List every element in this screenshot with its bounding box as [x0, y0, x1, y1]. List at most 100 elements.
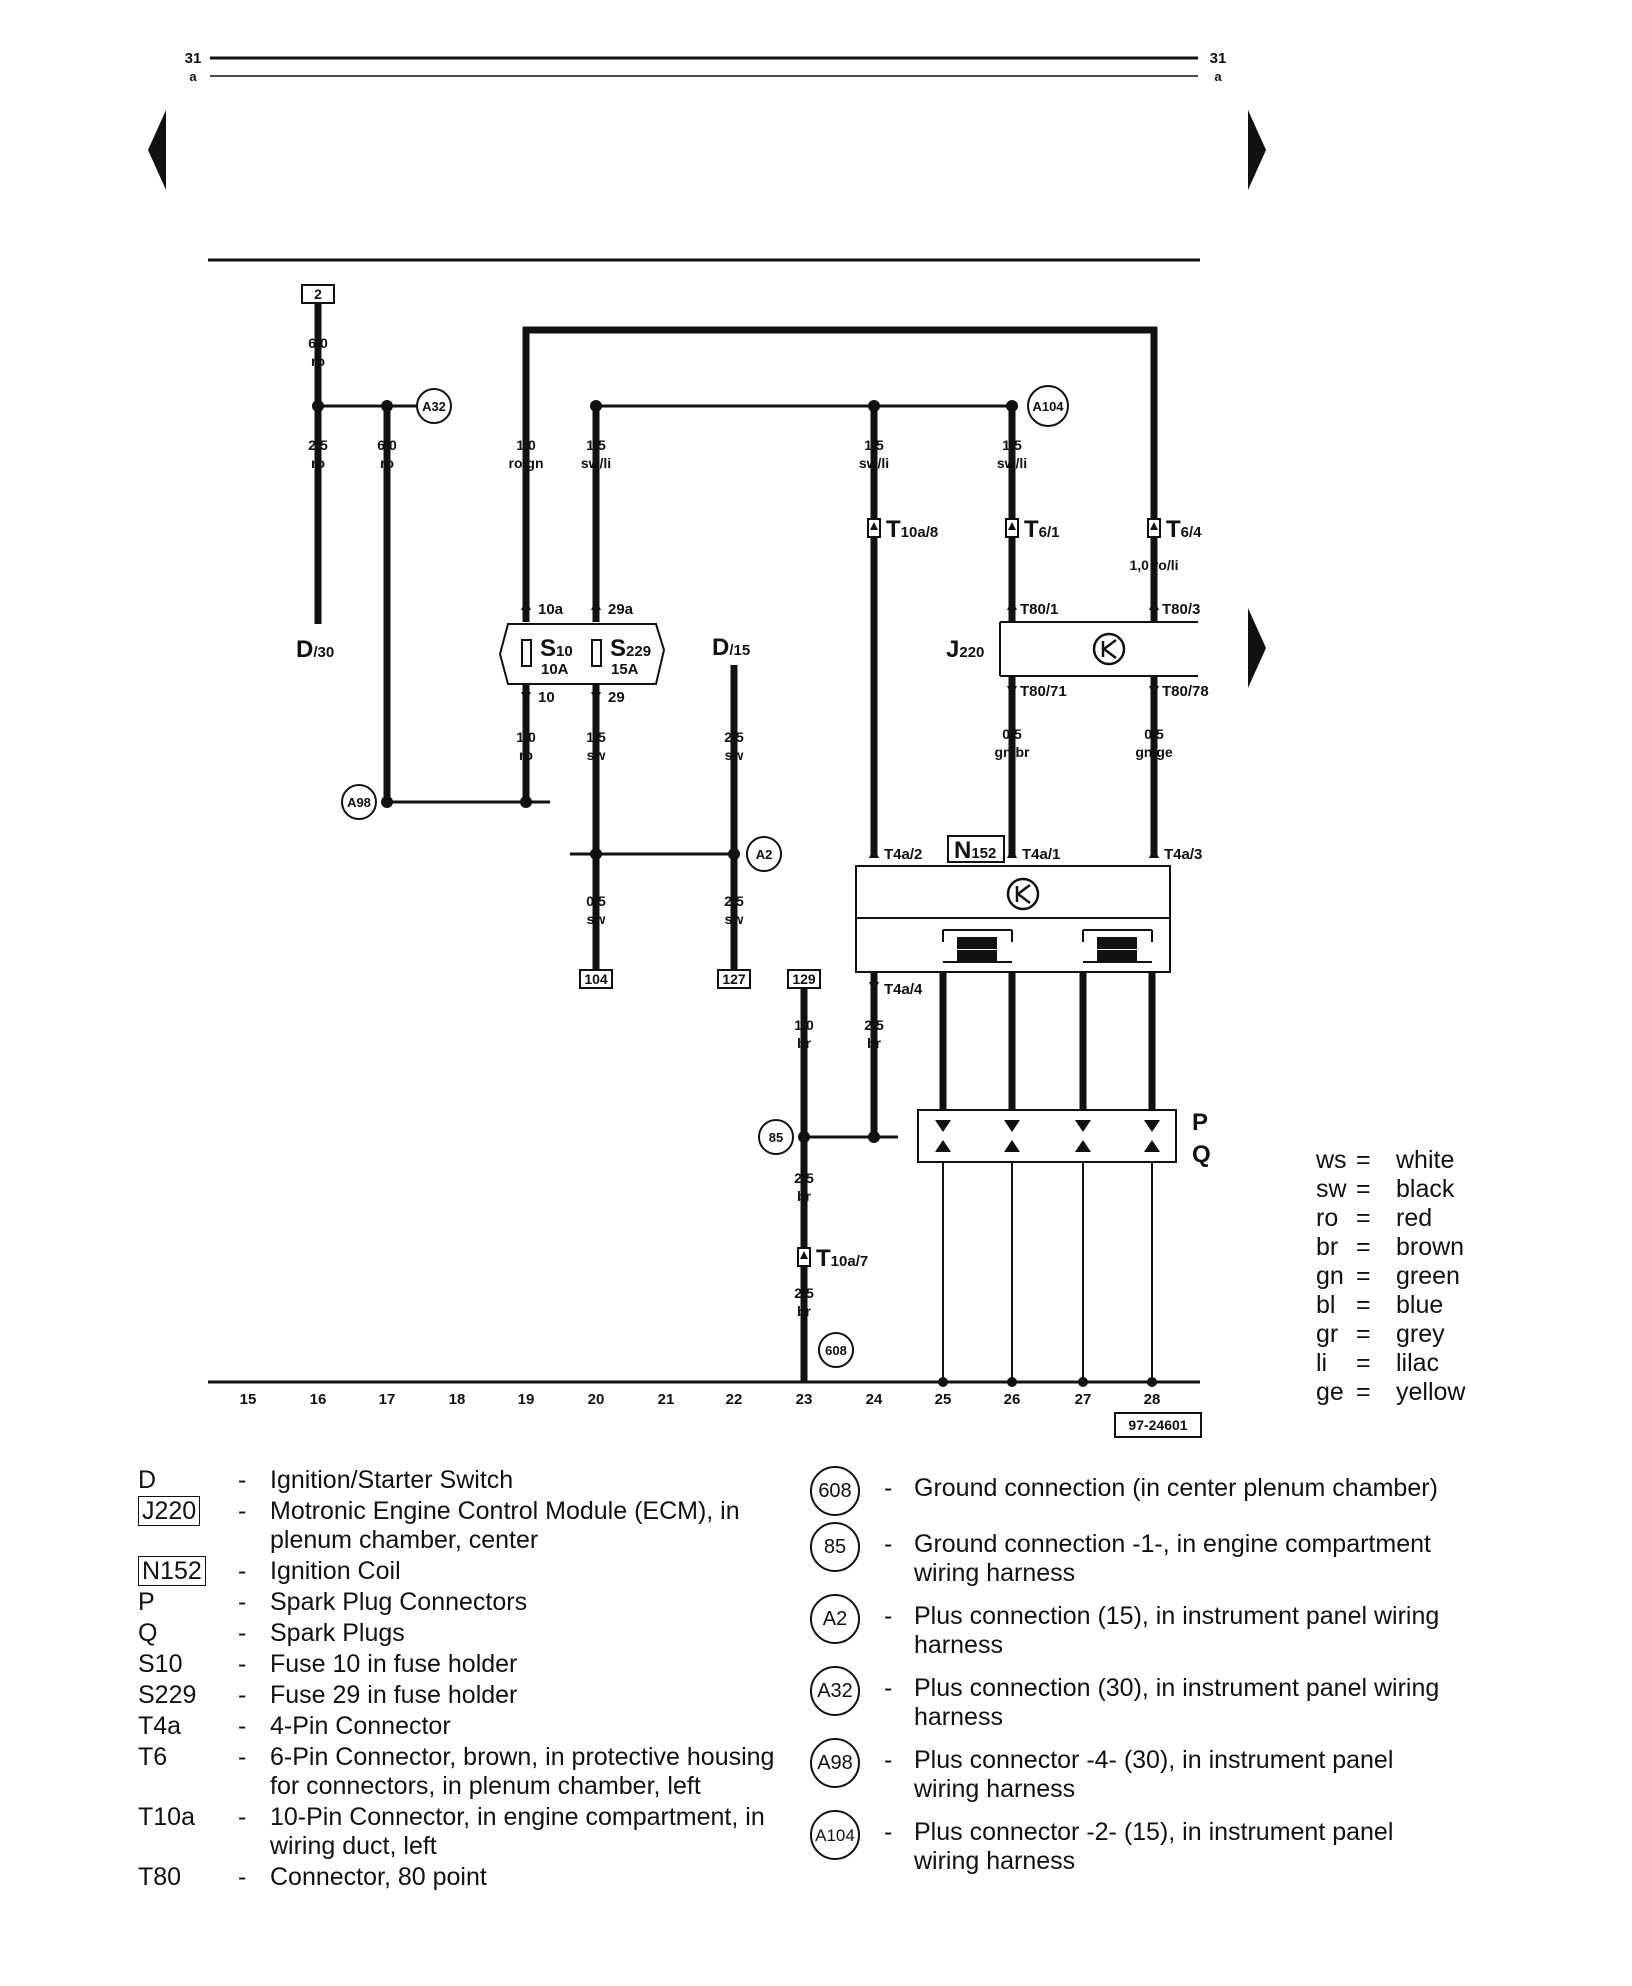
svg-text:ro: ro — [311, 455, 325, 471]
ground-symbol-icon: 608 — [810, 1466, 860, 1516]
svg-text:15A: 15A — [611, 661, 639, 678]
track-numbers: 15 16 17 18 19 20 21 22 23 24 25 26 27 2… — [240, 1391, 1161, 1408]
legend-item: T4a-4-Pin Connector — [138, 1712, 451, 1740]
next-page-arrow-icon[interactable] — [1248, 110, 1266, 190]
color-code-row: li=lilac — [1316, 1349, 1440, 1377]
svg-text:1,5: 1,5 — [586, 729, 606, 745]
legend-item: A2-Plus connection (15), in instrument p… — [810, 1594, 1450, 1660]
legend-item: T10a-10-Pin Connector, in engine compart… — [138, 1803, 765, 1860]
svg-text:T80/78: T80/78 — [1162, 683, 1209, 700]
svg-text:sw/li: sw/li — [581, 455, 611, 471]
spark-plug-connectors-p: P — [1192, 1109, 1208, 1136]
legend-item: A98-Plus connector -4- (30), in instrume… — [810, 1738, 1450, 1804]
spark-plugs-q: Q — [1192, 1141, 1211, 1168]
ecm-j220: J220 T80/1 T80/3 T80/71 T80/78 — [946, 600, 1209, 700]
svg-text:97-24601: 97-24601 — [1128, 1417, 1187, 1433]
track-number: 20 — [588, 1391, 605, 1408]
color-code-row: ge=yellow — [1316, 1378, 1466, 1406]
svg-text:ro/gn: ro/gn — [509, 455, 544, 471]
svg-text:sw/li: sw/li — [997, 455, 1027, 471]
track-number: 19 — [518, 1391, 535, 1408]
svg-text:1,5: 1,5 — [1002, 437, 1022, 453]
svg-text:2,5: 2,5 — [794, 1170, 814, 1186]
svg-text:br: br — [867, 1035, 882, 1051]
svg-text:D/15: D/15 — [712, 634, 750, 661]
track-number: 26 — [1004, 1391, 1021, 1408]
continue-arrow-icon[interactable] — [1248, 608, 1266, 688]
spark-plug-block: P Q — [917, 1109, 1211, 1168]
svg-text:ro: ro — [519, 747, 533, 763]
legend-item: T6-6-Pin Connector, brown, in protective… — [138, 1743, 775, 1800]
wire-labels: 6,0 ro 2,5 ro 6,0 ro 1,0 ro/gn 1,5 sw/li… — [308, 335, 1178, 1319]
track-number: 18 — [449, 1391, 466, 1408]
svg-text:S229: S229 — [610, 635, 651, 662]
ignition-switch-d30: D/30 — [296, 636, 334, 663]
color-code-row: br=brown — [1316, 1233, 1465, 1261]
svg-text:T4a/1: T4a/1 — [1022, 846, 1060, 863]
svg-text:ro: ro — [311, 353, 325, 369]
svg-text:T4a/2: T4a/2 — [884, 846, 922, 863]
connection-a98: A98 — [341, 784, 377, 820]
svg-text:br: br — [797, 1035, 812, 1051]
svg-text:1,5: 1,5 — [864, 437, 884, 453]
svg-text:A2: A2 — [756, 847, 773, 862]
svg-text:T80/1: T80/1 — [1020, 601, 1058, 618]
legend-item: S10-Fuse 10 in fuse holder — [138, 1650, 518, 1678]
track-number: 17 — [379, 1391, 396, 1408]
track-number: 27 — [1075, 1391, 1092, 1408]
legend-item: P-Spark Plug Connectors — [138, 1588, 528, 1616]
page-sub-left: a — [189, 69, 197, 84]
legend-item: Q-Spark Plugs — [138, 1619, 405, 1647]
svg-text:T6/4: T6/4 — [1166, 516, 1202, 543]
svg-text:D/30: D/30 — [296, 636, 334, 663]
fuse-s229: S229 15A — [610, 635, 651, 678]
connection-symbol-icon: A98 — [810, 1738, 860, 1788]
color-code-row: ro=red — [1316, 1204, 1433, 1232]
svg-text:sw: sw — [725, 911, 744, 927]
ref-box-104: 104 — [579, 969, 613, 989]
svg-text:A32: A32 — [422, 399, 446, 414]
legend-item: 85-Ground connection -1-, in engine comp… — [810, 1522, 1450, 1588]
svg-text:0,5: 0,5 — [586, 893, 606, 909]
ref-box-2: 2 — [301, 284, 335, 304]
ground-symbol-icon: 85 — [810, 1522, 860, 1572]
svg-text:J220: J220 — [946, 636, 984, 663]
connector-t6-1: T6/1 — [1005, 516, 1060, 543]
track-number: 16 — [310, 1391, 327, 1408]
svg-text:1,0: 1,0 — [516, 729, 536, 745]
color-code-row: ws=white — [1316, 1146, 1455, 1174]
svg-text:T4a/4: T4a/4 — [884, 981, 923, 998]
wiring-diagram: 31 a 31 a — [148, 50, 1266, 1438]
ref-box-129: 129 — [787, 969, 821, 989]
svg-text:1,5: 1,5 — [586, 437, 606, 453]
legend-item: 608-Ground connection (in center plenum … — [810, 1466, 1450, 1516]
connection-symbol-icon: A104 — [810, 1810, 860, 1860]
ignition-switch-d15: D/15 — [712, 634, 750, 661]
junction-dots — [312, 400, 1157, 1387]
svg-text:127: 127 — [722, 971, 746, 987]
prev-page-arrow-icon[interactable] — [148, 110, 166, 190]
svg-text:A98: A98 — [347, 795, 371, 810]
header-lines — [208, 56, 1200, 262]
svg-text:6,0: 6,0 — [308, 335, 328, 351]
connection-symbol-icon: A32 — [810, 1666, 860, 1716]
fuse-holder: 10a 29a 10 29 — [498, 600, 666, 706]
connector-t10a-7: T10a/7 — [797, 1245, 868, 1272]
svg-text:T10a/7: T10a/7 — [816, 1245, 868, 1272]
ground-608: 608 — [818, 1332, 854, 1368]
svg-text:608: 608 — [825, 1343, 847, 1358]
svg-text:6,0: 6,0 — [377, 437, 397, 453]
svg-text:T80/71: T80/71 — [1020, 683, 1067, 700]
track-number: 25 — [935, 1391, 952, 1408]
svg-text:0,5: 0,5 — [1144, 726, 1164, 742]
ref-box-127: 127 — [717, 969, 751, 989]
svg-text:1,0: 1,0 — [794, 1017, 814, 1033]
connection-a2: A2 — [746, 836, 782, 872]
svg-text:2,5: 2,5 — [724, 893, 744, 909]
svg-text:N152: N152 — [954, 837, 996, 864]
svg-text:br: br — [797, 1303, 812, 1319]
svg-text:br: br — [797, 1188, 812, 1204]
color-code-row: bl=blue — [1316, 1291, 1444, 1319]
connection-a32: A32 — [416, 388, 452, 424]
svg-text:2,5: 2,5 — [308, 437, 328, 453]
